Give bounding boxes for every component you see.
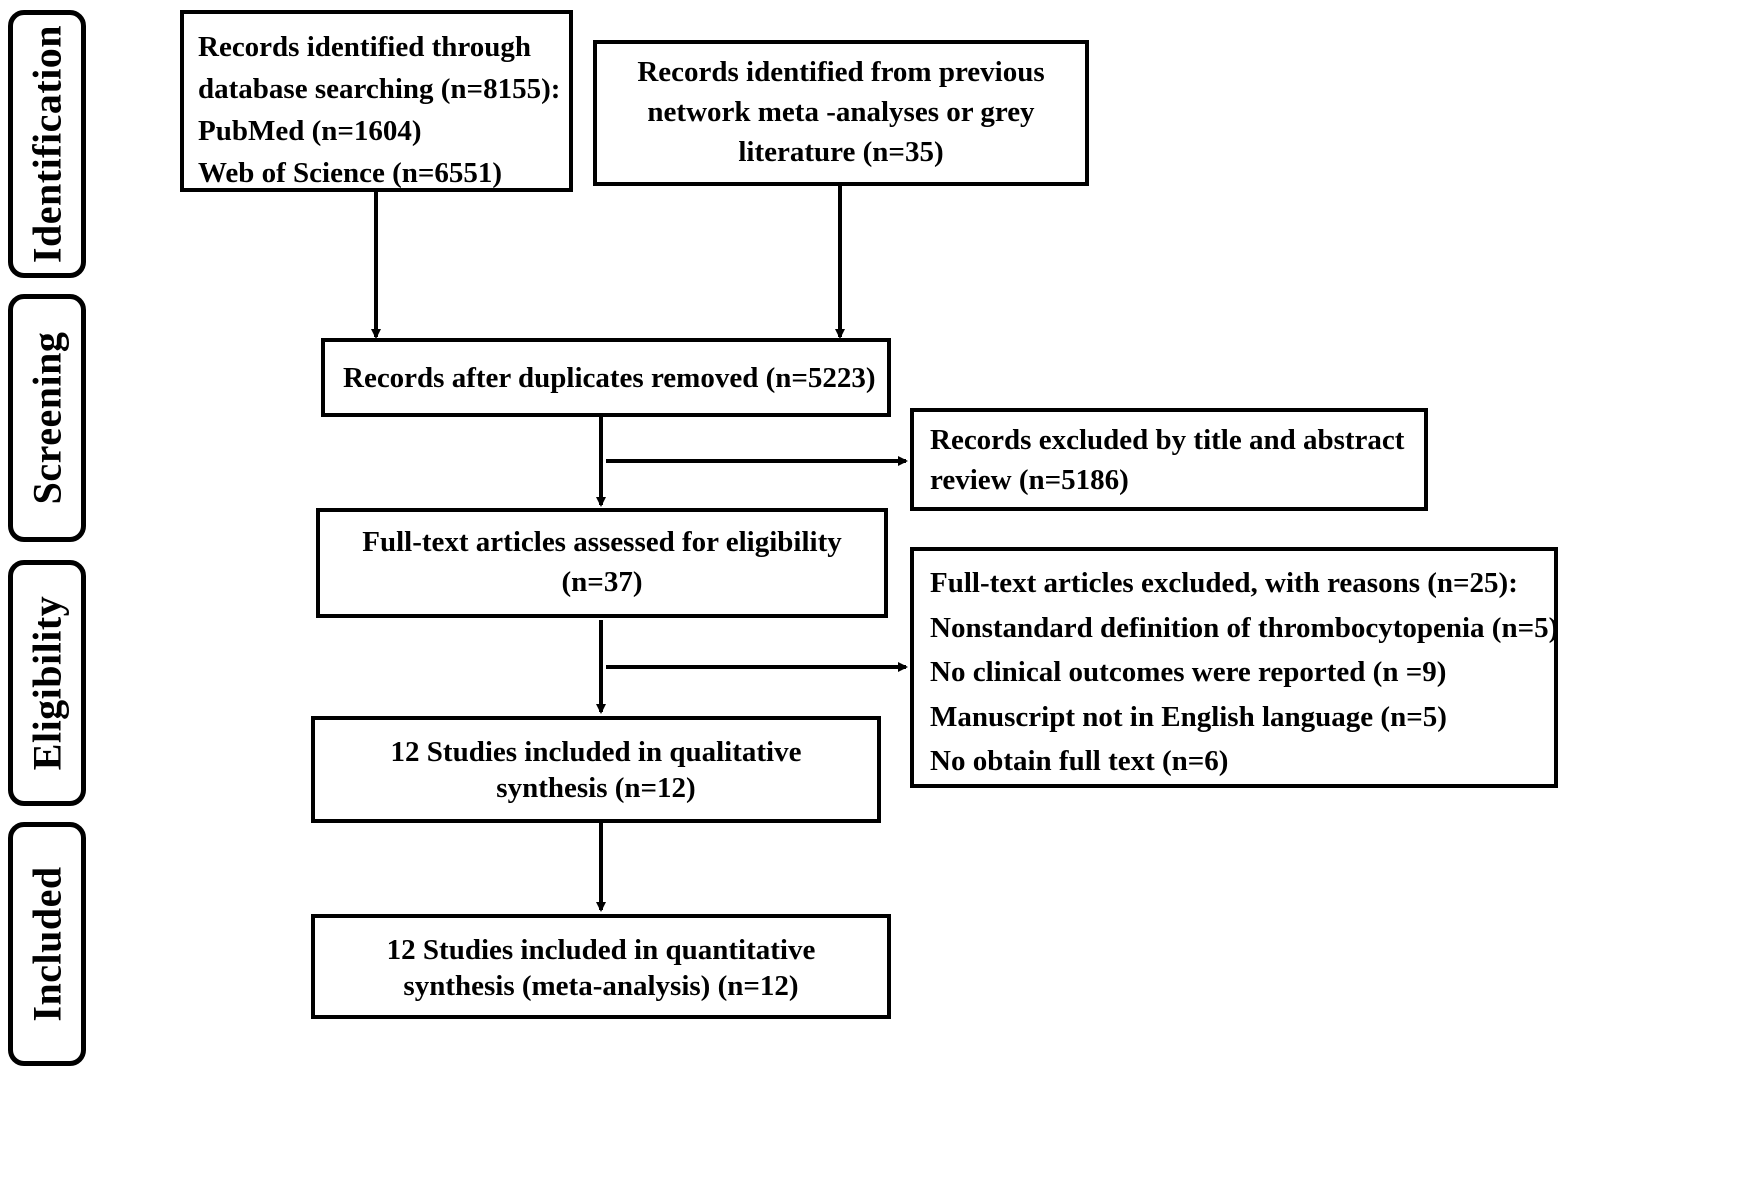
stage-screening: Screening bbox=[8, 294, 86, 542]
fulltext-line-1: Full-text articles assessed for eligibil… bbox=[362, 526, 842, 558]
qualitative-line-1: 12 Studies included in qualitative bbox=[390, 736, 802, 768]
quantitative-synthesis-box: 12 Studies included in quantitative synt… bbox=[311, 914, 891, 1019]
fulltext-assessed-box: Full-text articles assessed for eligibil… bbox=[316, 508, 888, 618]
quantitative-line-2: synthesis (meta-analysis) (n=12) bbox=[403, 970, 799, 1002]
stage-identification: Identification bbox=[8, 10, 86, 278]
excluded-fulltext-line-1: Full-text articles excluded, with reason… bbox=[930, 567, 1518, 599]
previous-line-1: Records identified from previous bbox=[637, 56, 1045, 88]
database-search-box: Records identified through database sear… bbox=[180, 10, 573, 192]
stage-included: Included bbox=[8, 822, 86, 1066]
previous-analyses-box: Records identified from previous network… bbox=[593, 40, 1089, 186]
database-line-2: database searching (n=8155): bbox=[198, 73, 561, 105]
excluded-fulltext-line-3: No clinical outcomes were reported (n =9… bbox=[930, 656, 1447, 688]
qualitative-synthesis-box: 12 Studies included in qualitative synth… bbox=[311, 716, 881, 823]
previous-line-2: network meta -analyses or grey bbox=[647, 96, 1035, 128]
excluded-fulltext-line-5: No obtain full text (n=6) bbox=[930, 745, 1229, 777]
database-line-3: PubMed (n=1604) bbox=[198, 115, 422, 147]
excluded-title-line-2: review (n=5186) bbox=[930, 464, 1129, 496]
qualitative-line-2: synthesis (n=12) bbox=[496, 772, 696, 804]
database-line-4: Web of Science (n=6551) bbox=[198, 157, 503, 189]
stage-eligibility: Eligibility bbox=[8, 560, 86, 806]
excluded-title-line-1: Records excluded by title and abstract bbox=[930, 424, 1405, 456]
fulltext-excluded-box: Full-text articles excluded, with reason… bbox=[910, 547, 1558, 788]
excluded-fulltext-line-2: Nonstandard definition of thrombocytopen… bbox=[930, 611, 1559, 644]
excluded-fulltext-line-4: Manuscript not in English language (n=5) bbox=[930, 700, 1447, 733]
excluded-title-abstract-box: Records excluded by title and abstract r… bbox=[910, 408, 1428, 511]
database-line-1: Records identified through bbox=[198, 31, 531, 63]
quantitative-line-1: 12 Studies included in quantitative bbox=[386, 934, 816, 966]
duplicates-removed-box: Records after duplicates removed (n=5223… bbox=[321, 338, 891, 417]
previous-line-3: literature (n=35) bbox=[738, 136, 944, 168]
duplicates-line-1: Records after duplicates removed (n=5223… bbox=[343, 362, 876, 394]
fulltext-line-2: (n=37) bbox=[561, 566, 643, 598]
